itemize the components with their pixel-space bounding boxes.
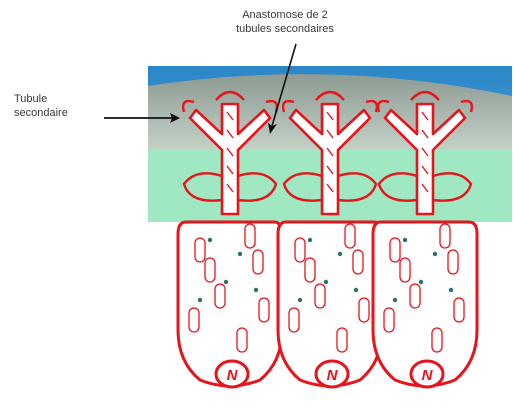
nucleus-label: N [422,367,434,384]
vesicle [224,280,228,284]
vesicle [338,252,342,256]
nucleus-label: N [327,367,339,384]
label-tubule-line1: Tubule [14,92,104,106]
vesicle [208,238,212,242]
vesicle [354,288,358,292]
label-anastomose-line2: tubules secondaires [170,22,400,36]
vesicle [419,280,423,284]
vesicle [198,298,202,302]
label-anastomose: Anastomose de 2 tubules secondaires [170,8,400,36]
vesicle [238,252,242,256]
label-tubule-secondaire: Tubule secondaire [14,92,104,120]
vesicle [298,298,302,302]
vesicle [324,280,328,284]
vesicle [449,288,453,292]
vesicle [254,288,258,292]
label-anastomose-line1: Anastomose de 2 [170,8,400,22]
vesicle [308,238,312,242]
vesicle [433,252,437,256]
vesicle [403,238,407,242]
nucleus-label: N [227,367,239,384]
vesicle [393,298,397,302]
label-tubule-line2: secondaire [14,106,104,120]
